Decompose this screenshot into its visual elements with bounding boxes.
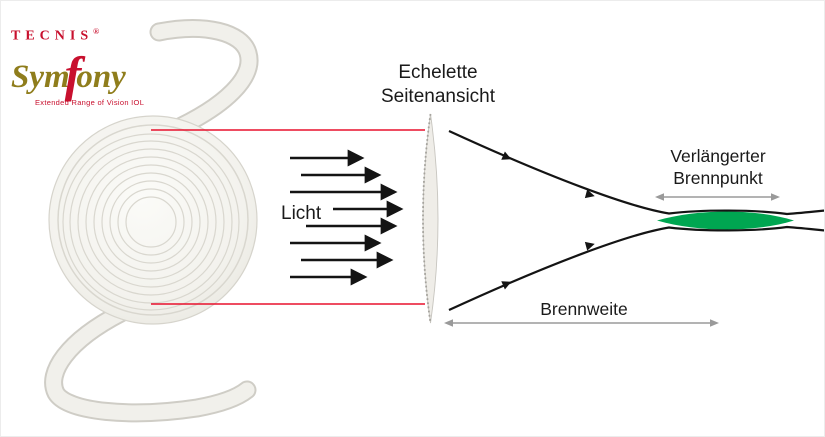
optic-body	[48, 115, 258, 325]
echelette-profile	[422, 113, 439, 324]
extended-focus-label-line1: Verlängerter	[670, 146, 766, 166]
beam-arrowhead	[584, 241, 595, 251]
logo-product-pre: Sym	[11, 58, 70, 95]
tecnis-symfony-logo: TECNIS® Sym f ony Extended Range of Visi…	[11, 27, 211, 107]
logo-product-f: f	[64, 45, 82, 102]
extended-focus-label: Verlängerter Brennpunkt	[637, 145, 799, 189]
logo-brand-text: TECNIS	[11, 28, 94, 44]
beam-arrowhead	[501, 281, 512, 290]
echelette-label-line2: Seitenansicht	[380, 86, 496, 107]
optic-rim	[57, 124, 249, 316]
beam-arrowheads	[501, 151, 595, 290]
focal-length-label: Brennweite	[540, 299, 628, 319]
echelette-label: Echelette Seitenansicht	[358, 61, 518, 109]
logo-brand: TECNIS®	[11, 27, 211, 45]
focus-spindle	[657, 211, 794, 230]
logo-product: Sym f ony	[11, 45, 211, 99]
beam-arrowhead	[501, 151, 512, 160]
beam-arrowhead	[584, 189, 595, 199]
iol-lens	[44, 19, 259, 423]
optic-rings	[62, 133, 240, 311]
beam-top-line	[448, 130, 824, 216]
registered-mark: ®	[93, 27, 100, 36]
beam-bottom-line	[448, 225, 824, 311]
beam-lines	[448, 130, 824, 311]
extended-focus-label-line2: Brennpunkt	[673, 168, 763, 188]
extended-focus-arrow	[655, 193, 780, 201]
light-label: Licht	[281, 203, 322, 224]
logo-tagline: Extended Range of Vision IOL	[35, 97, 145, 107]
haptic-top	[149, 19, 259, 141]
echelette-serration	[422, 113, 432, 324]
focal-length-arrow	[444, 319, 719, 327]
echelette-label-line1: Echelette	[398, 62, 478, 83]
haptic-bottom	[44, 303, 257, 423]
light-arrows	[290, 149, 404, 286]
logo-product-post: ony	[76, 58, 126, 95]
